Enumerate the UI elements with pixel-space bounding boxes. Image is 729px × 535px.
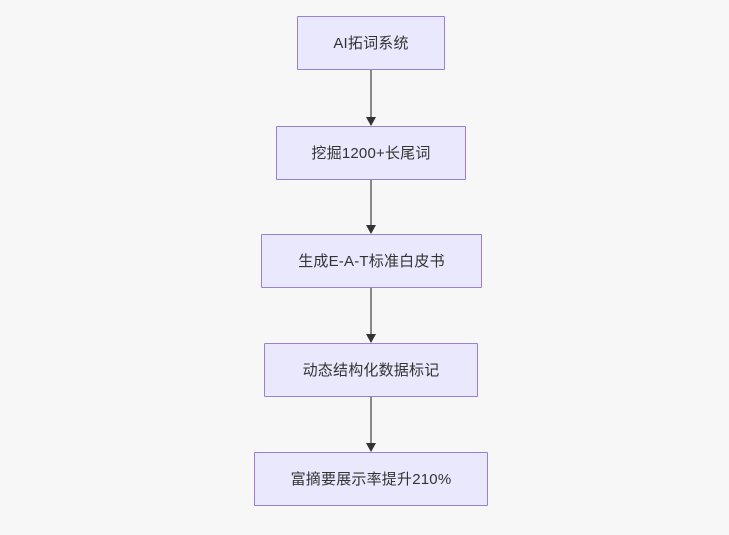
edge-n3-n4: [365, 288, 377, 343]
edge-n2-n3: [365, 180, 377, 234]
flow-node-label: AI拓词系统: [333, 34, 409, 52]
flow-node-generate-eat-whitepaper[interactable]: 生成E-A-T标准白皮书: [261, 234, 482, 288]
edge-n1-n2: [365, 70, 377, 126]
flow-node-rich-snippet-rate-increase[interactable]: 富摘要展示率提升210%: [254, 452, 488, 506]
flow-node-label: 生成E-A-T标准白皮书: [298, 252, 445, 270]
flow-node-label: 挖掘1200+长尾词: [311, 144, 431, 162]
flow-node-label: 动态结构化数据标记: [302, 361, 440, 379]
edge-n4-n5: [365, 397, 377, 452]
flow-node-ai-keyword-system[interactable]: AI拓词系统: [297, 16, 445, 70]
flow-node-mine-longtail-keywords[interactable]: 挖掘1200+长尾词: [276, 126, 466, 180]
flow-node-label: 富摘要展示率提升210%: [290, 470, 452, 488]
flow-node-dynamic-structured-data-markup[interactable]: 动态结构化数据标记: [264, 343, 478, 397]
